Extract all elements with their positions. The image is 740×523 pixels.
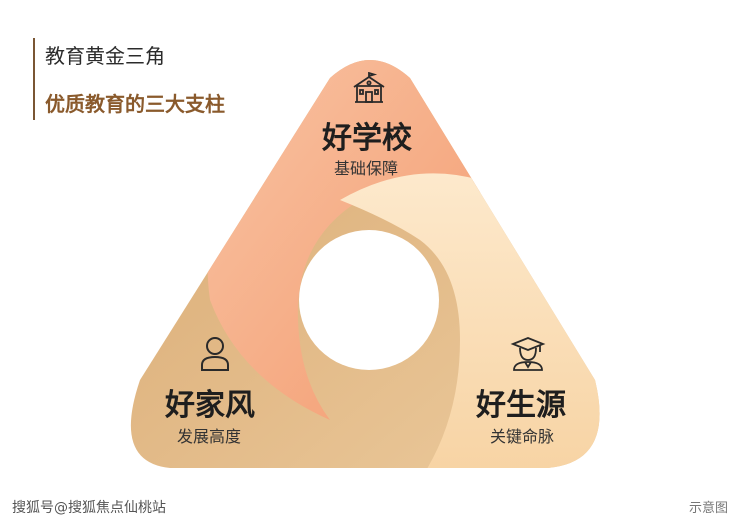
node-students-title: 好生源 <box>476 388 566 423</box>
title-accent-bar <box>33 38 35 120</box>
node-students-subtitle: 关键命脉 <box>490 427 555 446</box>
page-title: 教育黄金三角 <box>45 44 165 68</box>
schematic-note: 示意图 <box>688 501 728 516</box>
person-icon <box>199 335 231 375</box>
center-hole <box>299 230 439 370</box>
node-family-subtitle: 发展高度 <box>177 427 242 446</box>
node-school-subtitle: 基础保障 <box>334 159 399 178</box>
node-family-title: 好家风 <box>165 388 255 423</box>
graduate-icon <box>510 335 546 375</box>
school-building-icon <box>351 71 387 108</box>
page-subtitle: 优质教育的三大支柱 <box>45 92 225 116</box>
source-watermark: 搜狐号@搜狐焦点仙桃站 <box>12 500 166 516</box>
node-school-title: 好学校 <box>322 121 412 156</box>
